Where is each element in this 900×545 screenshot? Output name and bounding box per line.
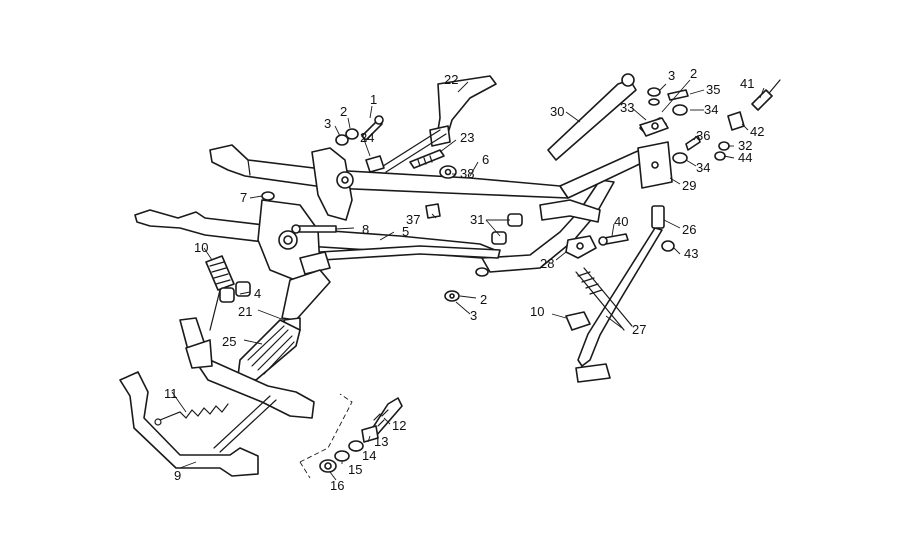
callout-27: 27	[632, 322, 646, 337]
bolt-35	[667, 89, 689, 101]
callout-40: 40	[614, 214, 628, 229]
screw-36	[685, 135, 701, 151]
callout-8: 8	[362, 222, 369, 237]
bolt-1	[361, 115, 384, 141]
callout-32: 32	[738, 138, 752, 153]
callout-14: 14	[362, 448, 376, 463]
callout-29: 29	[682, 178, 696, 193]
nut-38	[439, 165, 457, 179]
washer-nut-2-3-upper	[335, 128, 359, 146]
plate-28	[565, 235, 597, 259]
spacer-24	[365, 155, 385, 173]
callout-31: 31	[470, 212, 484, 227]
callout-4: 4	[254, 286, 261, 301]
nut-3-upper-right	[647, 87, 661, 106]
callout-34: 34	[704, 102, 718, 117]
callout-34: 34	[696, 160, 710, 175]
grip-10-right	[565, 311, 591, 331]
callout-28: 28	[540, 256, 554, 271]
callout-36: 36	[696, 128, 710, 143]
callout-2: 2	[480, 292, 487, 307]
spacer-37	[425, 203, 441, 219]
clip-42	[727, 111, 745, 131]
spring-11	[154, 403, 229, 426]
bolt-23	[409, 149, 445, 169]
stand-springs-27	[575, 267, 633, 331]
callout-16: 16	[330, 478, 344, 493]
washer-7	[261, 191, 275, 201]
leader-lines	[171, 79, 765, 481]
callout-43: 43	[684, 246, 698, 261]
lower-rail-curve	[481, 179, 615, 273]
upper-frame-tube	[209, 144, 569, 199]
callout-5: 5	[402, 224, 409, 239]
callout-3: 3	[324, 116, 331, 131]
washer-32-44	[714, 141, 730, 161]
cable-41	[751, 79, 781, 111]
center-bracket	[257, 199, 331, 283]
callout-25: 25	[222, 334, 236, 349]
callout-6: 6	[482, 152, 489, 167]
callout-24: 24	[360, 130, 374, 145]
callout-30: 30	[550, 104, 564, 119]
callout-21: 21	[238, 304, 252, 319]
callout-3: 3	[470, 308, 477, 323]
callout-1: 1	[370, 92, 377, 107]
bolt-8	[291, 224, 337, 234]
main-stand-9	[119, 317, 315, 477]
nut-34-lower	[672, 152, 688, 164]
callout-labels: 1 2 2 2 3 3 3 4 5 6 7 8 9 10 10 11 12 13…	[164, 66, 764, 493]
callout-7: 7	[240, 190, 247, 205]
callout-15: 15	[348, 462, 362, 477]
callout-22: 22	[444, 72, 458, 87]
nut-34-upper	[672, 104, 688, 116]
callout-9: 9	[174, 468, 181, 483]
left-mount-plate	[311, 147, 354, 221]
callout-44: 44	[738, 150, 752, 165]
bolt-40	[598, 233, 629, 246]
callout-2: 2	[690, 66, 697, 81]
callout-26: 26	[682, 222, 696, 237]
footpeg-bracket-21	[281, 269, 331, 331]
callout-10: 10	[194, 240, 208, 255]
footpeg-rubber-25	[237, 319, 301, 381]
callout-35: 35	[706, 82, 720, 97]
bushing-31	[491, 213, 523, 245]
callout-3: 3	[668, 68, 675, 83]
callout-33: 33	[620, 100, 634, 115]
washer-43	[661, 240, 675, 252]
mount-tab-33	[639, 117, 669, 137]
long-rod-30	[547, 73, 637, 161]
hardware-stack	[299, 393, 403, 479]
grip-10-left	[205, 255, 235, 331]
callout-23: 23	[460, 130, 474, 145]
callout-11: 11	[164, 386, 178, 401]
callout-13: 13	[374, 434, 388, 449]
nut-washer-2-3-lower	[444, 267, 489, 302]
bushing-4	[219, 281, 251, 303]
side-stand	[575, 205, 665, 383]
callout-41: 41	[740, 76, 754, 91]
callout-10: 10	[530, 304, 544, 319]
callout-12: 12	[392, 418, 406, 433]
callout-42: 42	[750, 124, 764, 139]
callout-2: 2	[340, 104, 347, 119]
bracket-arm-22	[379, 75, 497, 173]
callout-37: 37	[406, 212, 420, 227]
callout-38: 38	[460, 166, 474, 181]
